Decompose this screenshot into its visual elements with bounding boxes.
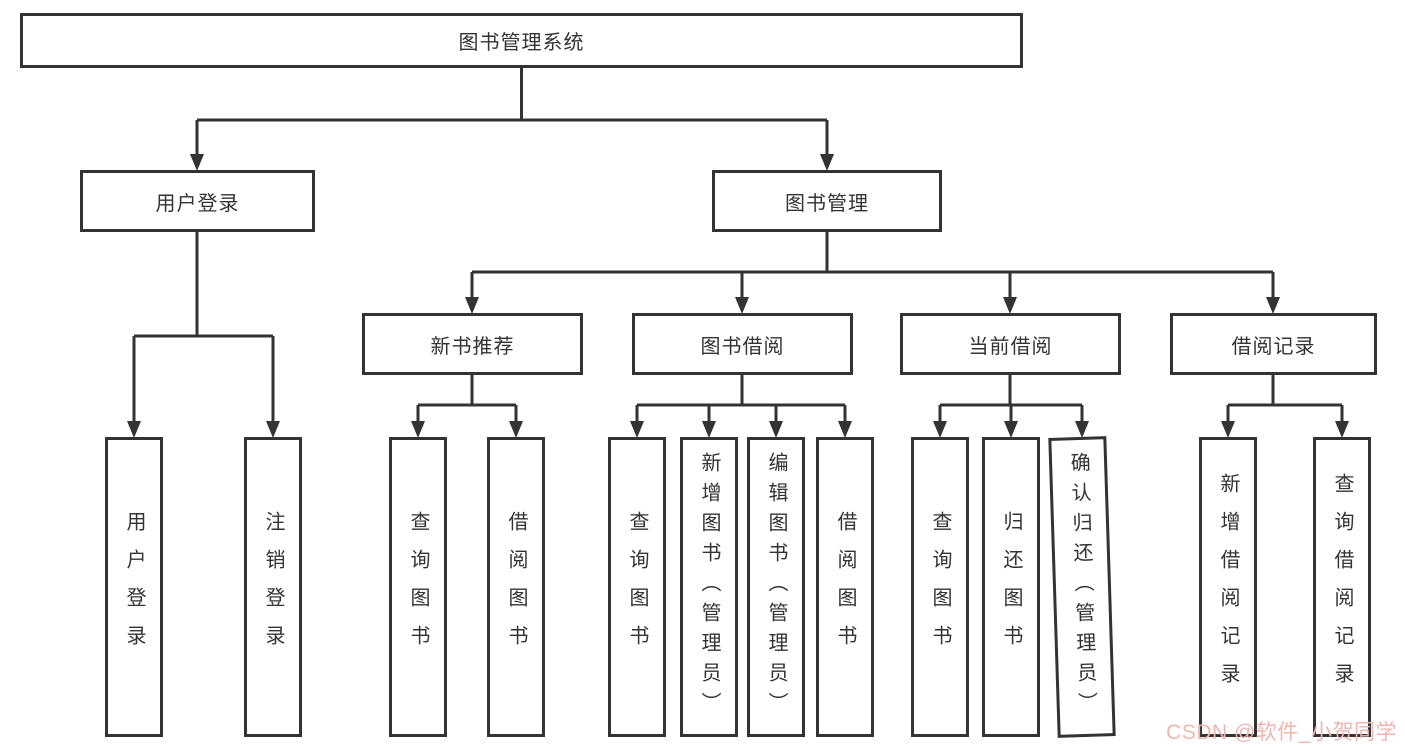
node-current-borrowing: 当前借阅 <box>900 313 1121 375</box>
node-label: 新增图书（管理员） <box>698 452 720 722</box>
arrowheads <box>127 154 1349 438</box>
leaf-add-borrow-record: 新增借阅记录 <box>1199 437 1257 737</box>
node-label: 图书管理 <box>785 192 869 215</box>
leaf-logout: 注销登录 <box>244 437 302 737</box>
node-label: 查询图书 <box>407 511 429 663</box>
node-label: 借阅图书 <box>505 511 527 663</box>
leaf-edit-books-admin: 编辑图书（管理员） <box>747 437 805 737</box>
leaf-user-login: 用户登录 <box>105 437 163 737</box>
node-label: 查询借阅记录 <box>1331 473 1353 701</box>
tree-edges <box>132 68 1344 422</box>
node-label: 用户登录 <box>123 511 145 663</box>
node-label: 图书借阅 <box>700 335 785 358</box>
node-label: 新书推荐 <box>430 335 515 358</box>
node-book-management: 图书管理 <box>712 170 942 232</box>
node-label: 当前借阅 <box>968 335 1053 358</box>
node-label: 归还图书 <box>1000 511 1022 663</box>
node-borrow-records: 借阅记录 <box>1170 313 1377 375</box>
node-label: 确认归还（管理员） <box>1066 451 1098 723</box>
node-user-login: 用户登录 <box>80 170 315 232</box>
watermark-text: CSDN @软件_小贺同学 <box>1166 721 1397 744</box>
leaf-confirm-return-admin: 确认归还（管理员） <box>1048 436 1116 738</box>
node-label: 借阅图书 <box>834 511 856 663</box>
leaf-query-books-recommend: 查询图书 <box>389 437 447 737</box>
node-label: 借阅记录 <box>1231 335 1316 358</box>
leaf-return-books: 归还图书 <box>982 437 1040 737</box>
node-label: 新增借阅记录 <box>1217 473 1239 701</box>
node-label: 查询图书 <box>929 511 951 663</box>
leaf-add-books-admin: 新增图书（管理员） <box>680 437 738 737</box>
node-label: 编辑图书（管理员） <box>765 452 787 722</box>
node-label: 图书管理系统 <box>458 32 585 54</box>
node-label: 查询图书 <box>626 511 648 663</box>
leaf-borrow-books-recommend: 借阅图书 <box>487 437 545 737</box>
leaf-borrow-books: 借阅图书 <box>816 437 874 737</box>
leaf-query-books-current: 查询图书 <box>911 437 969 737</box>
node-label: 注销登录 <box>262 511 284 663</box>
node-book-management-system: 图书管理系统 <box>20 13 1023 68</box>
node-book-borrowing: 图书借阅 <box>632 313 853 375</box>
node-label: 用户登录 <box>155 192 240 215</box>
leaf-query-borrow-record: 查询借阅记录 <box>1313 437 1371 737</box>
node-new-book-recommend: 新书推荐 <box>362 313 583 375</box>
leaf-query-books-borrow: 查询图书 <box>608 437 666 737</box>
